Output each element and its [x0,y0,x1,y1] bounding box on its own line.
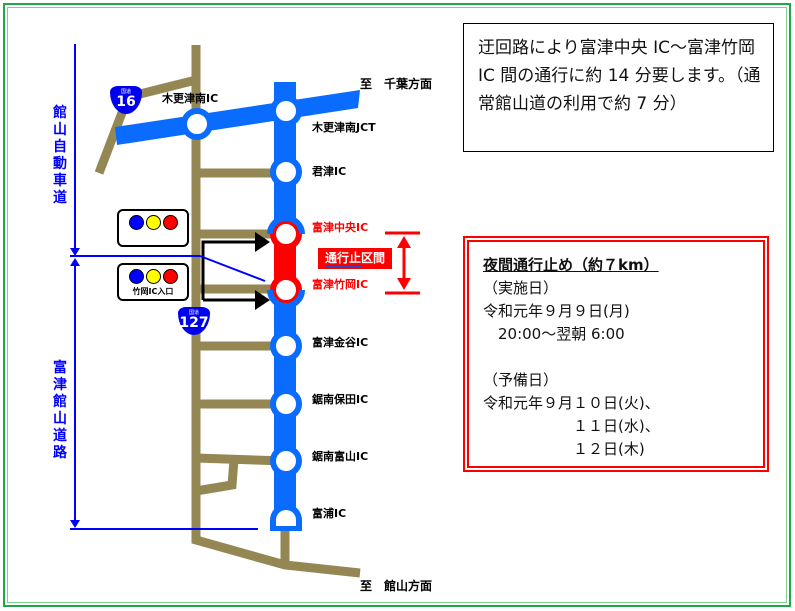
detour-arrows [201,232,270,310]
signal-blue-icon [128,215,144,230]
ic-label-tomiura: 富浦IC [312,507,347,520]
traffic-signal-1 [117,209,189,247]
tateyama-expressway-label: 館山自動車道 [53,105,67,206]
night-closure-notice: 夜間通行止め（約７km） （実施日） 令和元年９月９日(月) 20:00～翌朝 … [463,236,769,472]
notice-line: 令和元年９月９日(月) [483,302,630,320]
closed-section-badge: 通行止区間 [318,248,392,269]
direction-south-label: 至 館山方面 [360,579,433,593]
signal-yellow-icon [145,215,161,230]
route-shield-category: 国道 [120,89,131,95]
notice-line: （予備日） [483,371,559,389]
route-shield-number: 127 [179,315,209,331]
futtsu-tateyama-road-label: 富津館山道路 [53,360,67,461]
ic-label-kimitsu: 君津IC [312,165,347,178]
route-shield-category: 国道 [188,310,199,316]
ic-label-kisarazu-minami: 木更津南IC [162,92,219,105]
signal-lights [119,269,187,284]
notice-line: １１日(水)、 [483,417,660,435]
signal-red-icon [162,215,178,230]
traffic-signal-takeoka-entrance: 竹岡IC入口 [117,263,189,301]
signal-yellow-icon [145,269,161,284]
route-127-shield: 国道 127 [178,307,210,335]
signal-red-icon [162,269,178,284]
closed-extent-marker [385,231,420,295]
signal-lights [119,215,187,230]
notice-line: 令和元年９月１０日(火)、 [483,394,660,412]
signal-blue-icon [128,269,144,284]
notice-line: １２日(木) [483,440,645,458]
notice-inner: 夜間通行止め（約７km） （実施日） 令和元年９月９日(月) 20:00～翌朝 … [467,240,765,468]
ic-label-kisarazu-minami-jct: 木更津南JCT [312,121,376,134]
section-dimension-lines [70,44,266,530]
notice-line: （実施日） [483,279,559,297]
ic-label-kyonan-tomiyama: 鋸南富山IC [312,450,369,463]
ic-nodes [181,95,305,531]
detour-info-box: 迂回路により富津中央 IC～富津竹岡 IC 間の通行に約 14 分要します。（通… [463,23,774,152]
ic-label-futtsu-takeoka: 富津竹岡IC [312,278,369,291]
route-shield-number: 16 [116,94,136,110]
detour-info-text: 迂回路により富津中央 IC～富津竹岡 IC 間の通行に約 14 分要します。（通… [478,38,761,114]
notice-line [483,346,763,369]
ic-label-futtsu-chuo: 富津中央IC [312,221,369,234]
route-16-shield: 国道 16 [110,86,142,114]
ic-label-kyonan-hota: 鋸南保田IC [312,393,369,406]
map-frame-outer [3,3,791,607]
map-frame-inner [7,7,787,603]
notice-title: 夜間通行止め（約７km） [483,256,659,274]
signal-caption: 竹岡IC入口 [132,287,174,296]
direction-north-label: 至 千葉方面 [360,77,433,91]
ic-label-futtsu-kanaya: 富津金谷IC [312,336,369,349]
closed-section-label-rest: 区間 [361,251,386,265]
notice-line: 20:00～翌朝 6:00 [483,325,625,343]
closed-section-label-underlined: 通行止 [324,251,361,267]
